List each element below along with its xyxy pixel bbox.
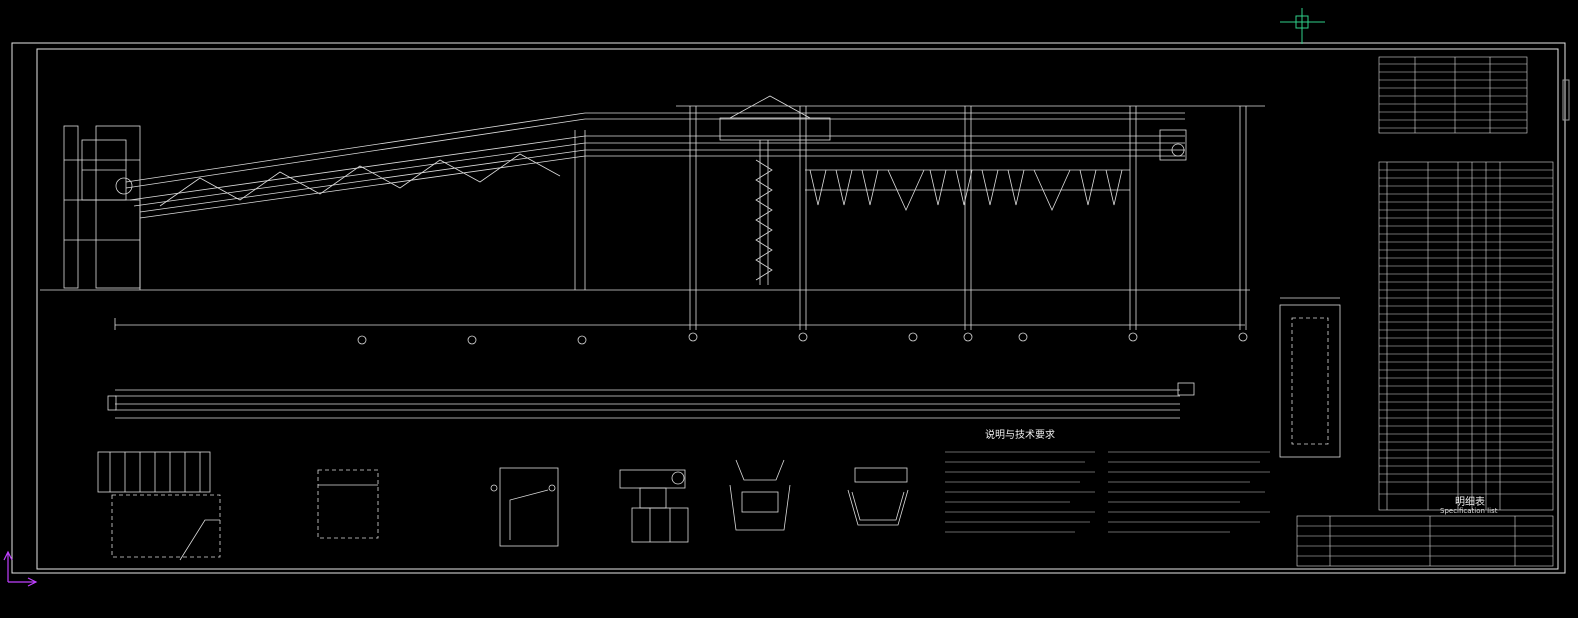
crosshair-cursor-icon — [1280, 8, 1325, 44]
revision-table — [1378, 56, 1528, 134]
axis-dimension-line — [114, 318, 1248, 345]
technical-requirements-block: 说明与技术要求 — [945, 428, 1270, 533]
detail-view-5 — [729, 459, 791, 531]
conveyor-elevation-view — [40, 95, 1265, 330]
parts-list-subtitle: Specification list — [1440, 507, 1498, 515]
parts-list-title: 明细表 — [1455, 495, 1485, 508]
side-guard-detail — [1279, 297, 1341, 458]
detail-view-1 — [97, 451, 221, 561]
ucs-axis-icon — [3, 550, 38, 587]
belt-plan-view — [107, 382, 1195, 419]
scrollbar-indicator — [1562, 79, 1570, 121]
title-block — [1296, 515, 1554, 567]
parts-list-footer: 明细表 Specification list — [1440, 495, 1498, 515]
tech-requirements-title: 说明与技术要求 — [985, 428, 1055, 441]
detail-view-6 — [847, 467, 909, 526]
drawing-frame — [11, 42, 1566, 574]
detail-view-2 — [317, 469, 379, 539]
detail-view-4 — [619, 469, 689, 543]
detail-view-3 — [490, 467, 559, 547]
parts-list-table — [1378, 161, 1554, 511]
